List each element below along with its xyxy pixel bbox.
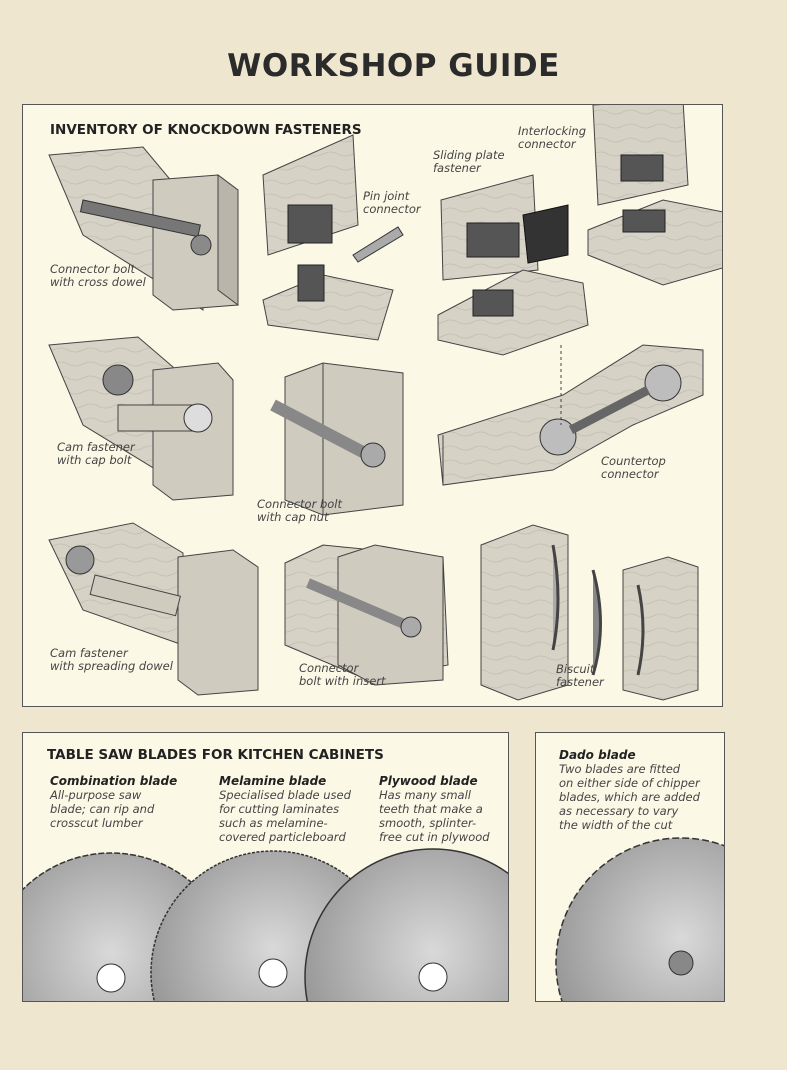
label-line: Connector xyxy=(299,661,359,675)
dado-illustration xyxy=(555,837,724,1001)
page-title: WORKSHOP GUIDE xyxy=(227,48,560,84)
desc-line: blade; can rip and xyxy=(50,802,155,816)
blades-illustration xyxy=(23,848,508,1001)
desc-line: blades, which are added xyxy=(559,790,700,804)
label-sliding-plate: Sliding plate fastener xyxy=(433,149,505,175)
desc-line: smooth, splinter- xyxy=(379,816,477,830)
desc-line: the width of the cut xyxy=(559,818,673,832)
desc-line: All-purpose saw xyxy=(50,788,142,802)
label-cam-spreading: Cam fastener with spreading dowel xyxy=(50,647,173,673)
sliding-plate-figure xyxy=(437,174,589,356)
label-line: fastener xyxy=(433,161,481,175)
label-countertop: Countertop connector xyxy=(601,455,666,481)
label-line: Connector bolt xyxy=(50,262,136,276)
label-connector-cap-nut: Connector bolt with cap nut xyxy=(257,498,342,524)
label-line: Connector bolt xyxy=(257,497,343,511)
blade-desc-plywood: Has many small teeth that make a smooth,… xyxy=(379,788,490,844)
desc-line: for cutting laminates xyxy=(219,802,340,816)
desc-line: on either side of chipper xyxy=(559,776,700,790)
label-line: with cross dowel xyxy=(50,275,146,289)
label-biscuit: Biscuit fastener xyxy=(556,663,604,689)
label-line: Biscuit xyxy=(556,662,595,676)
blade-title-plywood: Plywood blade xyxy=(379,774,478,788)
dado-title: Dado blade xyxy=(559,748,636,762)
label-line: Sliding plate xyxy=(433,148,505,162)
label-pin-joint: Pin joint connector xyxy=(363,190,421,216)
dado-blade-figure xyxy=(555,837,724,1001)
desc-line: free cut in plywood xyxy=(379,830,490,844)
cam-cap-bolt-figure xyxy=(48,336,234,501)
label-line: connector xyxy=(363,202,421,216)
fasteners-heading: INVENTORY OF KNOCKDOWN FASTENERS xyxy=(50,122,362,138)
blade-desc-melamine: Specialised blade used for cutting lamin… xyxy=(219,788,351,844)
label-line: with spreading dowel xyxy=(50,659,173,673)
interlocking-connector-figure xyxy=(587,105,722,286)
connector-cap-nut-figure xyxy=(270,362,404,516)
blades-heading: TABLE SAW BLADES FOR KITCHEN CABINETS xyxy=(47,747,384,763)
label-line: Cam fastener xyxy=(50,646,128,660)
label-connector-insert: Connector bolt with insert xyxy=(299,662,386,688)
desc-line: crosscut lumber xyxy=(50,816,143,830)
label-line: connector xyxy=(601,467,659,481)
label-line: bolt with insert xyxy=(299,674,386,688)
desc-line: as necessary to vary xyxy=(559,804,679,818)
desc-line: teeth that make a xyxy=(379,802,483,816)
label-line: Interlocking xyxy=(518,124,586,138)
pin-joint-connector-figure xyxy=(262,134,404,341)
countertop-connector-figure xyxy=(437,344,704,486)
blade-desc-combination: All-purpose saw blade; can rip and cross… xyxy=(50,788,154,830)
biscuit-fastener-figure xyxy=(480,524,699,701)
dado-panel: Dado blade Two blades are fitted on eith… xyxy=(535,732,725,1002)
label-line: fastener xyxy=(556,675,604,689)
blade-title-combination: Combination blade xyxy=(50,774,178,788)
label-interlocking: Interlocking connector xyxy=(518,125,586,151)
label-line: with cap bolt xyxy=(57,453,132,467)
blades-panel: TABLE SAW BLADES FOR KITCHEN CABINETS Co… xyxy=(22,732,509,1002)
label-line: Pin joint xyxy=(363,189,410,203)
label-connector-bolt-cross-dowel: Connector bolt with cross dowel xyxy=(50,263,146,289)
fasteners-panel: INVENTORY OF KNOCKDOWN FASTENERS xyxy=(22,104,723,707)
connector-bolt-cross-dowel-figure xyxy=(48,146,239,311)
label-line: connector xyxy=(518,137,576,151)
desc-line: covered particleboard xyxy=(219,830,346,844)
plywood-blade-figure xyxy=(304,848,508,1001)
label-cam-cap-bolt: Cam fastener with cap bolt xyxy=(57,441,135,467)
connector-insert-figure xyxy=(284,544,449,686)
desc-line: such as melamine- xyxy=(219,816,328,830)
label-line: Countertop xyxy=(601,454,666,468)
desc-line: Specialised blade used xyxy=(219,788,351,802)
desc-line: Two blades are fitted xyxy=(559,762,681,776)
fasteners-illustration xyxy=(48,105,722,701)
dado-desc: Two blades are fitted on either side of … xyxy=(559,762,700,832)
label-line: with cap nut xyxy=(257,510,329,524)
blade-title-melamine: Melamine blade xyxy=(219,774,327,788)
cam-spreading-dowel-figure xyxy=(48,522,259,696)
desc-line: Has many small xyxy=(379,788,471,802)
label-line: Cam fastener xyxy=(57,440,135,454)
